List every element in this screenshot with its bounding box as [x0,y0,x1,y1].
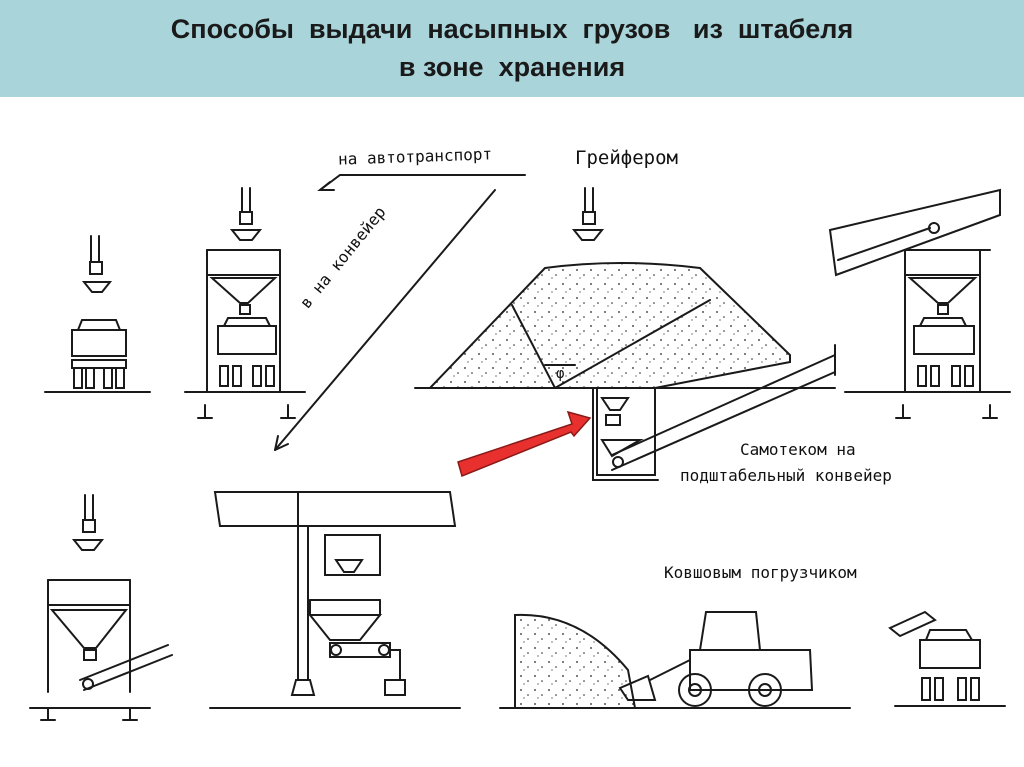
bunker-to-truck-scene [184,187,306,419]
conveyor-bunker-truck-scene [828,188,1011,419]
highlight-arrow [457,410,592,478]
label-angle: φ [556,366,565,382]
bulk-cargo-diagram [29,174,1011,721]
gantry-crane-scene [209,491,461,709]
front-loader-scene [499,610,1006,709]
label-gravity-1: Самотеком на [740,440,856,459]
direction-arrows [274,174,526,451]
grab-bunker-conveyor-scene [29,494,173,721]
page-title-line-1: Способы выдачи насыпных грузов из штабел… [170,14,854,44]
label-grab: Грейфером [575,147,678,169]
grab-to-truck-scene [44,235,151,393]
stockpile-gravity-scene [414,187,836,481]
title-banner: Способы выдачи насыпных грузов из штабел… [0,0,1024,97]
label-gravity-2: подштабельный конвейер [680,466,892,485]
label-loader: Ковшовым погрузчиком [664,563,857,582]
page-title-line-2: в зоне хранения [398,52,626,82]
